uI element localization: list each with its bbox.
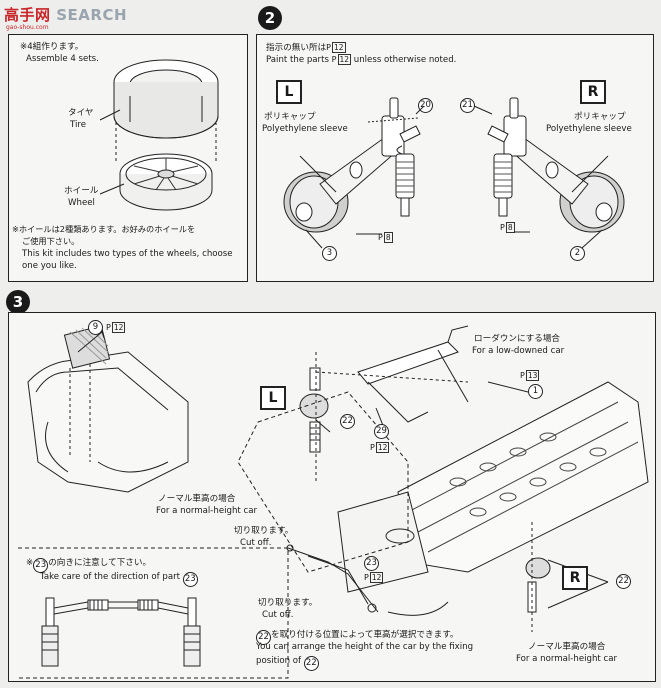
cut-off-en: Cut off. [240,538,272,548]
part-23-marker: 23 [364,556,379,571]
direction-note-en: Take care of the direction of part 23 [40,570,198,587]
step2-left-label: L [276,80,302,104]
part-22-right-marker: 22 [616,574,631,589]
low-downed-jp: ローダウンにする場合 [474,334,561,344]
chassis-assembly-diagram [18,325,649,679]
normal-height-en: For a normal-height car [156,506,258,516]
tire-wheel-diagram [99,59,219,211]
step1-note-en: Assemble 4 sets. [26,54,99,64]
wheels-note-en-2: one you like. [22,261,77,271]
part-2-marker: 2 [570,246,585,261]
normal-height-2-en: For a normal-height car [516,654,618,664]
normal-height-jp: ノーマル車高の場合 [158,494,236,504]
part-22-left-marker: 22 [340,414,355,429]
wheel-label-en: Wheel [68,198,95,208]
part-1-marker: 1 [528,384,543,399]
strut-assembly-diagram [283,97,625,249]
arrange-note-en-2: position of 22 [256,654,319,671]
sleeve-left-en: Polyethylene sleeve [262,124,348,134]
cut-off-2-en: Cut off. [262,610,294,620]
part-29-marker: 29 [374,424,389,439]
part-9-marker: 9 [88,320,103,335]
sleeve-right-jp: ポリキャップ [574,112,626,122]
step3-left-label: L [260,386,286,410]
step2-number-badge: 2 [258,6,282,30]
step2-panel [256,34,654,282]
tire-label-jp: タイヤ [68,108,94,118]
watermark-url: gao-shou.com [6,24,49,31]
part-3-marker: 3 [322,246,337,261]
watermark-logo: 高手网 SEARCH [4,6,128,24]
step3-number-badge: 3 [6,290,30,314]
tire-label-en: Tire [70,120,87,130]
part-20-marker: 20 [418,98,433,113]
part-21-marker: 21 [460,98,475,113]
cut-off-jp: 切り取ります。 [234,526,294,536]
step1-note-jp: ※4組作ります。 [20,42,84,52]
sleeve-left-jp: ポリキャップ [264,112,316,122]
cut-off-2-jp: 切り取ります。 [258,598,318,608]
low-downed-en: For a low-downed car [472,346,565,356]
wheel-label-jp: ホイール [64,186,99,196]
step2-right-label: R [580,80,606,104]
step3-right-label: R [562,566,588,590]
arrange-note-en-1: You can arrange the height of the car by… [256,642,474,652]
normal-height-2-jp: ノーマル車高の場合 [528,642,606,652]
sleeve-right-en: Polyethylene sleeve [546,124,632,134]
wheels-note-en-1: This kit includes two types of the wheel… [22,249,233,259]
wheels-note-jp-2: ご使用下さい。 [22,236,80,246]
wheels-note-jp-1: ※ホイールは2種類あります。お好みのホイールを [12,224,196,234]
